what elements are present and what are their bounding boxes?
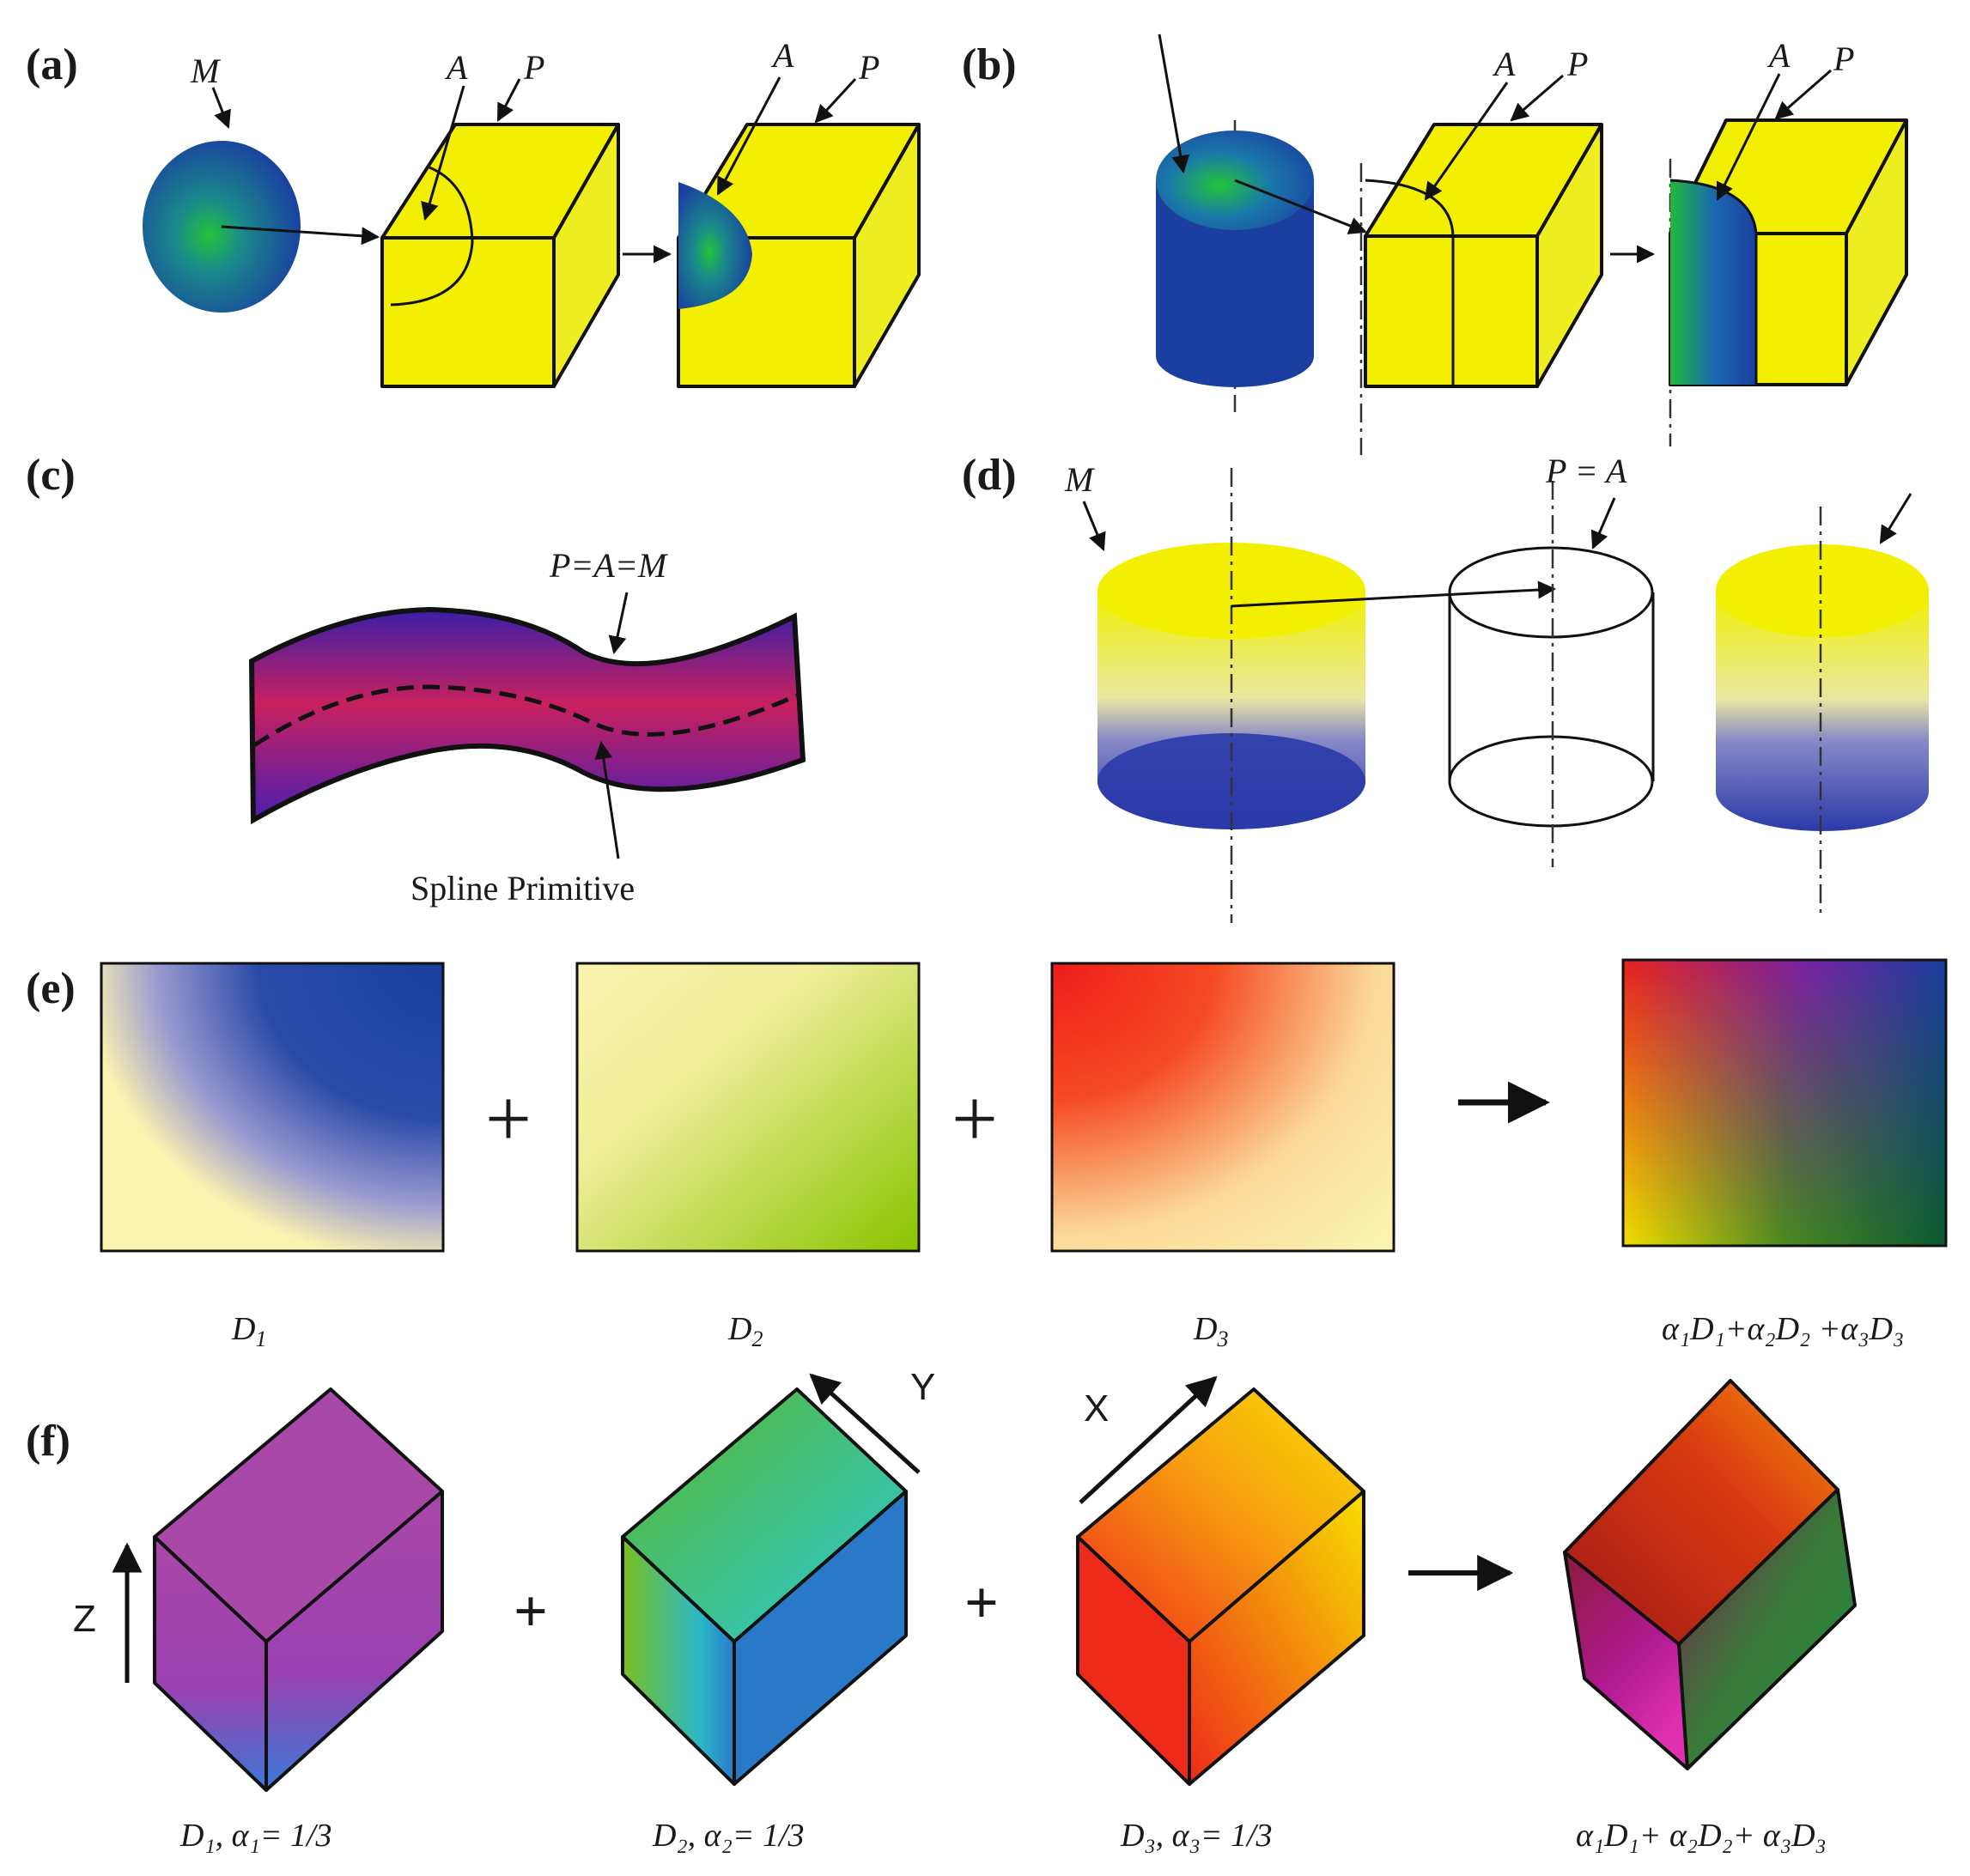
- arrow-right-icon: [1231, 580, 1557, 608]
- panel-a-label: (a): [26, 40, 78, 89]
- panel-f: (f) Z + Y + X D₁, α₁= 1/3 D₂, α₂= 1/3 D₃…: [26, 1366, 1857, 1854]
- spline-sweep: [248, 606, 806, 825]
- d2-caption: D2: [727, 1311, 763, 1351]
- arrow-right-icon: [1424, 82, 1509, 201]
- panel-c-label: (c): [26, 451, 76, 500]
- label-spline: Spline Primitive: [410, 869, 635, 908]
- panel-a: (a) M A P A P: [26, 36, 921, 388]
- d1-caption: D1: [231, 1311, 266, 1351]
- plus-icon: +: [485, 1072, 532, 1164]
- label-m: M: [190, 52, 222, 90]
- sum-square: [1621, 958, 1948, 1248]
- arrow-right-icon: [1082, 501, 1106, 551]
- label-m: M: [1064, 460, 1096, 499]
- label-a: A: [444, 48, 468, 87]
- label-p: P: [1566, 45, 1588, 83]
- label-pa: P = A: [1545, 452, 1627, 490]
- arrow-right-icon: [221, 225, 380, 246]
- panel-c: (c) P=A=M Spline Primitive: [26, 451, 806, 908]
- label-p: P: [1833, 39, 1854, 78]
- panel-b-label: (b): [962, 40, 1017, 89]
- plus-icon: +: [952, 1072, 998, 1164]
- arrow-right-icon: [608, 592, 629, 655]
- arrow-right-icon: [594, 740, 620, 859]
- label-pam: P=A=M: [549, 546, 669, 585]
- arrow-right-icon: [1158, 33, 1190, 174]
- d1-square: [100, 962, 445, 1253]
- arrow-right-icon: [1590, 497, 1616, 549]
- panel-b: (b) A P A P: [962, 33, 1908, 455]
- caption-sum: α₁D₁+ α₂D₂+ α₃D₃: [1576, 1818, 1827, 1854]
- axis-z: Z: [73, 1598, 96, 1640]
- panel-d: (d) M P = A: [962, 451, 1929, 923]
- label-a: A: [1492, 45, 1516, 83]
- d3-caption: D3: [1193, 1311, 1228, 1351]
- arrow-right-icon: [1774, 69, 1832, 120]
- arrow-right-icon: [809, 1373, 921, 1474]
- axis-x: X: [1084, 1387, 1109, 1430]
- region-a: [390, 166, 474, 307]
- arrow-right-icon: [421, 85, 465, 222]
- caption-d2: D₂, α₂= 1/3: [652, 1818, 805, 1854]
- sum-caption: α₁D₁+α₂D₂ +α₃D₃: [1662, 1311, 1904, 1347]
- arrow-right-icon: [814, 77, 857, 124]
- arrow-right-icon: [1079, 1375, 1218, 1504]
- d3-square: [1050, 962, 1395, 1253]
- arrow-right-icon: [211, 87, 231, 129]
- arrow-right-icon: [1510, 74, 1564, 122]
- label-a: A: [1766, 36, 1791, 75]
- axis-y: Y: [910, 1366, 935, 1408]
- label-a: A: [770, 36, 794, 75]
- arrow-right-icon: [496, 78, 521, 122]
- caption-d3: D₃, α₃= 1/3: [1120, 1818, 1273, 1854]
- label-p: P: [858, 48, 879, 87]
- panel-e: (e) + + D1 D2 D3 α₁D₁+α₂D₂ +α₃D₃: [26, 958, 1948, 1351]
- arrow-right-icon: [1716, 73, 1781, 201]
- arrow-right-icon: [1879, 493, 1912, 544]
- arrow-right-icon: [716, 76, 781, 196]
- cylinder-material: [1156, 180, 1314, 387]
- label-p: P: [523, 48, 544, 87]
- arrow-right-icon: [1234, 179, 1367, 234]
- panel-d-label: (d): [962, 451, 1017, 500]
- region-a-filled: [678, 182, 752, 309]
- d2-square: [575, 962, 921, 1253]
- plus-icon: +: [964, 1570, 999, 1636]
- panel-f-label: (f): [26, 1417, 70, 1466]
- caption-d1: D₁, α₁= 1/3: [179, 1818, 332, 1854]
- plus-icon: +: [514, 1579, 548, 1645]
- panel-e-label: (e): [26, 964, 76, 1013]
